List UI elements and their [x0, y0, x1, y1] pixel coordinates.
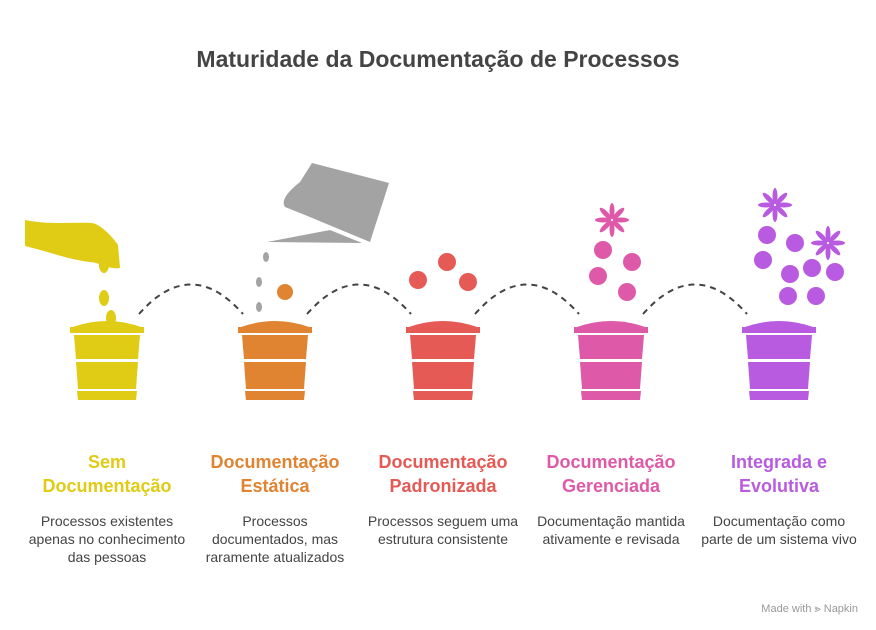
flower-icon: [595, 203, 629, 237]
leaf-icon: [826, 263, 844, 281]
stage-title-line: Padronizada: [389, 476, 497, 496]
stage-title: Integrada e Evolutiva: [699, 450, 859, 498]
leaf-icon: [277, 284, 293, 300]
leaf-icon: [409, 271, 427, 289]
stage-description: Processos seguem uma estrutura consisten…: [367, 513, 519, 547]
stage-title-line: Estática: [240, 476, 310, 496]
seed-icon: [99, 257, 109, 273]
leaf-icon: [786, 234, 804, 252]
stage-description: Processos documentados, mas raramente at…: [205, 513, 345, 565]
dashed-connector: [474, 283, 580, 315]
flower-pot-icon: [238, 321, 312, 400]
hand-icon: [25, 220, 120, 269]
stage-title-line: Documentação: [378, 452, 508, 472]
leaf-icon: [758, 226, 776, 244]
stage-title-line: Gerenciada: [561, 476, 661, 496]
stage-description: Processos existentes apenas no conhecime…: [28, 513, 186, 565]
leaf-icon: [623, 253, 641, 271]
leaf-icon: [594, 241, 612, 259]
stage-title-line: Documentação: [546, 452, 676, 472]
leaf-icon: [618, 283, 636, 301]
stage-title-line: Sem: [87, 452, 127, 472]
flower-pot-icon: [406, 321, 480, 400]
flower-pot-icon: [574, 321, 648, 400]
stage-title-line: Evolutiva: [738, 476, 820, 496]
water-drops-icon: [256, 252, 269, 312]
flower-pot-icon: [70, 321, 144, 400]
seed-icon: [106, 310, 116, 326]
watering-can-icon: [267, 163, 389, 243]
dashed-connector: [642, 283, 748, 315]
made-with-napkin-credit[interactable]: Made with ⪢ Napkin: [761, 603, 858, 615]
stage-description: Documentação como parte de um sistema vi…: [701, 513, 857, 547]
leaf-icon: [781, 265, 799, 283]
flower-pot-icon: [742, 321, 816, 400]
leaf-icon: [779, 287, 797, 305]
page-title: Maturidade da Documentação de Processos: [196, 46, 680, 72]
flower-icon: [811, 226, 845, 260]
leaf-icon: [754, 251, 772, 269]
stage-title-line: Integrada e: [730, 452, 828, 472]
leaf-icon: [438, 253, 456, 271]
stage-title-line: Documentação: [42, 476, 172, 496]
dashed-connector: [306, 283, 412, 315]
leaf-icon: [807, 287, 825, 305]
seed-icon: [99, 290, 109, 306]
leaf-icon: [589, 267, 607, 285]
illustration: [25, 163, 845, 400]
stage-title-line: Documentação: [210, 452, 340, 472]
flower-icon: [758, 188, 792, 222]
leaf-icon: [803, 259, 821, 277]
stage-description: Documentação mantida ativamente e revisa…: [537, 513, 685, 547]
leaf-icon: [459, 273, 477, 291]
dashed-connector: [138, 283, 244, 315]
